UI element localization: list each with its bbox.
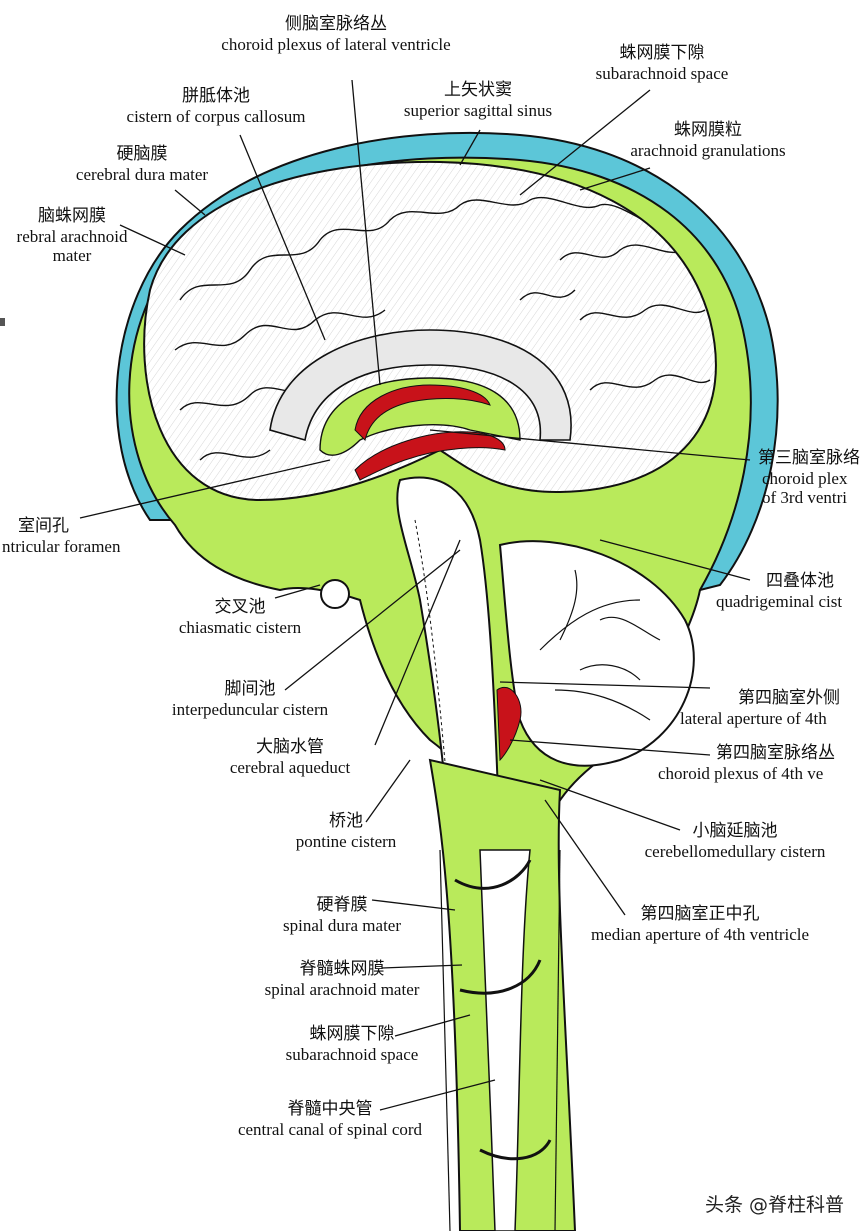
- label-cerebral-arachnoid-en2: mater: [52, 246, 92, 266]
- label-cistern-cc-zh: 胼胝体池: [182, 86, 250, 106]
- label-choroid-lateral-en: choroid plexus of lateral ventricle: [221, 34, 451, 54]
- label-subarachnoid-spinal-en: subarachnoid space: [285, 1044, 419, 1064]
- label-superior-sagittal: 上矢状窦 superior sagittal sinus: [403, 80, 553, 120]
- label-cerebral-arachnoid-en1: rebral arachnoid: [16, 226, 128, 246]
- label-central-canal-en: central canal of spinal cord: [237, 1119, 423, 1139]
- label-cerebral-dura-zh: 硬脑膜: [116, 144, 168, 164]
- label-subarachnoid-top-zh: 蛛网膜下隙: [619, 43, 705, 63]
- label-superior-sagittal-zh: 上矢状窦: [443, 80, 512, 100]
- corpus-callosum: [269, 329, 572, 442]
- label-spinal-arachnoid: 脊髓蛛网膜 spinal arachnoid mater: [264, 959, 420, 999]
- label-cistern-cc-en: cistern of corpus callosum: [126, 106, 306, 126]
- label-quadrigeminal-zh: 四叠体池: [766, 571, 834, 591]
- choroid-plexus-3rd: [354, 431, 506, 481]
- label-central-canal: 脊髓中央管 central canal of spinal cord: [237, 1099, 423, 1139]
- label-interventricular-en: ntricular foramen: [2, 536, 121, 556]
- label-cerebral-aqueduct-zh: 大脑水管: [256, 737, 324, 757]
- label-choroid-3rd-zh: 第三脑室脉络: [758, 448, 860, 468]
- label-cerebellomedullary: 小脑延脑池 cerebellomedullary cistern: [644, 821, 826, 861]
- label-lateral-aperture-zh: 第四脑室外侧: [738, 688, 840, 708]
- label-pontine: 桥池 pontine cistern: [295, 811, 397, 851]
- label-cerebral-arachnoid: 脑蛛网膜 rebral arachnoid mater: [16, 206, 128, 266]
- label-cerebellomedullary-en: cerebellomedullary cistern: [644, 841, 826, 861]
- label-superior-sagittal-en: superior sagittal sinus: [403, 100, 553, 120]
- label-cerebral-aqueduct-en: cerebral aqueduct: [229, 757, 351, 777]
- label-choroid-lateral: 侧脑室脉络丛 choroid plexus of lateral ventric…: [221, 14, 451, 54]
- label-chiasmatic-zh: 交叉池: [214, 597, 266, 617]
- label-cistern-cc: 胼胝体池 cistern of corpus callosum: [126, 86, 306, 126]
- label-median-aperture-zh: 第四脑室正中孔: [640, 904, 760, 924]
- label-median-aperture: 第四脑室正中孔 median aperture of 4th ventricle: [590, 904, 810, 944]
- watermark: 头条 @脊柱科普: [704, 1194, 844, 1216]
- label-interpeduncular: 脚间池 interpeduncular cistern: [171, 679, 329, 719]
- label-spinal-arachnoid-en: spinal arachnoid mater: [264, 979, 420, 999]
- label-cerebellomedullary-zh: 小脑延脑池: [692, 821, 778, 841]
- label-interventricular-zh: 室间孔: [18, 516, 69, 536]
- label-interventricular: 室间孔 ntricular foramen: [2, 516, 121, 556]
- spinal-arcs: [454, 859, 552, 1161]
- label-choroid-3rd: 第三脑室脉络 choroid plex of 3rd ventri: [758, 448, 860, 508]
- label-spinal-dura: 硬脊膜 spinal dura mater: [282, 895, 402, 935]
- label-choroid-3rd-en1: choroid plex: [762, 468, 848, 488]
- label-choroid-3rd-en2: of 3rd ventri: [762, 488, 847, 508]
- label-spinal-dura-zh: 硬脊膜: [316, 895, 368, 915]
- label-arachnoid-gran-zh: 蛛网膜粒: [674, 120, 742, 140]
- label-subarachnoid-spinal-zh: 蛛网膜下隙: [309, 1024, 395, 1044]
- spinal-cord: [479, 849, 531, 1231]
- label-interpeduncular-zh: 脚间池: [224, 679, 276, 699]
- label-choroid-4th-zh: 第四脑室脉络丛: [716, 743, 835, 763]
- label-choroid-4th-en: choroid plexus of 4th ve: [658, 763, 824, 783]
- optic-chiasm: [320, 579, 350, 609]
- choroid-plexus-4th: [496, 687, 522, 762]
- label-interpeduncular-en: interpeduncular cistern: [171, 699, 329, 719]
- label-lateral-aperture: 第四脑室外侧 lateral aperture of 4th: [680, 688, 840, 728]
- label-spinal-dura-en: spinal dura mater: [282, 915, 402, 935]
- label-subarachnoid-top: 蛛网膜下隙 subarachnoid space: [595, 43, 729, 83]
- label-arachnoid-gran: 蛛网膜粒 arachnoid granulations: [630, 120, 786, 160]
- label-quadrigeminal: 四叠体池 quadrigeminal cist: [716, 571, 843, 611]
- label-cerebral-dura: 硬脑膜 cerebral dura mater: [75, 144, 209, 184]
- label-chiasmatic-en: chiasmatic cistern: [178, 617, 302, 637]
- label-quadrigeminal-en: quadrigeminal cist: [716, 591, 843, 611]
- label-cerebral-aqueduct: 大脑水管 cerebral aqueduct: [229, 737, 351, 777]
- label-subarachnoid-spinal: 蛛网膜下隙 subarachnoid space: [285, 1024, 419, 1064]
- label-cerebral-dura-en: cerebral dura mater: [75, 164, 209, 184]
- cerebellum: [498, 540, 695, 767]
- label-central-canal-zh: 脊髓中央管: [287, 1099, 373, 1119]
- leader-lines: [79, 79, 751, 1111]
- label-subarachnoid-top-en: subarachnoid space: [595, 63, 729, 83]
- choroid-plexus-lateral: [354, 384, 491, 441]
- arbor-vitae: [539, 569, 661, 721]
- label-arachnoid-gran-en: arachnoid granulations: [630, 140, 786, 160]
- label-choroid-4th: 第四脑室脉络丛 choroid plexus of 4th ve: [658, 743, 835, 783]
- label-pontine-en: pontine cistern: [295, 831, 397, 851]
- label-pontine-zh: 桥池: [329, 811, 363, 831]
- label-cerebral-arachnoid-zh: 脑蛛网膜: [37, 206, 106, 226]
- label-chiasmatic: 交叉池 chiasmatic cistern: [178, 597, 302, 637]
- label-choroid-lateral-zh: 侧脑室脉络丛: [284, 14, 387, 34]
- label-lateral-aperture-en: lateral aperture of 4th: [680, 708, 827, 728]
- label-median-aperture-en: median aperture of 4th ventricle: [590, 924, 810, 944]
- label-spinal-arachnoid-zh: 脊髓蛛网膜: [299, 959, 385, 979]
